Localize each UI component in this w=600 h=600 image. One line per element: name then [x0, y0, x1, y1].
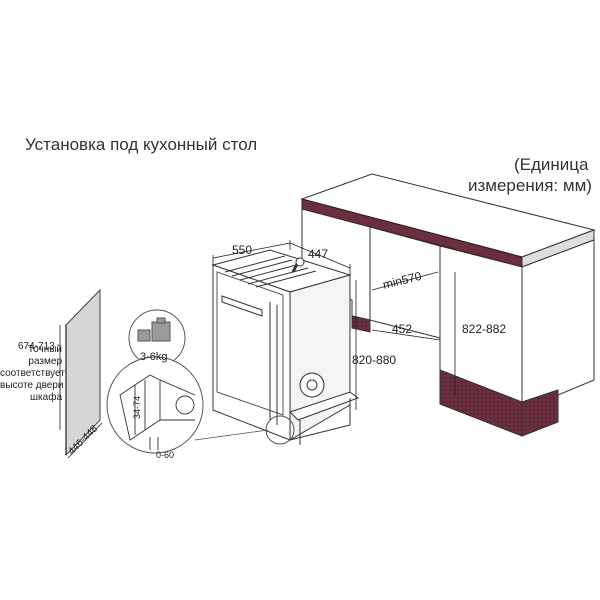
panel-note-line: шкафа [30, 392, 62, 403]
weight-label: 3-6kg [140, 351, 168, 363]
kitchen-cabinet [300, 173, 596, 437]
panel-note-line: Точный [27, 344, 62, 355]
panel-note: Точный размер соответствует высоте двери… [0, 344, 65, 404]
decor-panel [59, 288, 103, 459]
dim-width-label: 550 [232, 243, 252, 257]
dim-panel-height-label: 674-713 [18, 341, 55, 352]
dim-depth-label: 447 [308, 247, 328, 261]
detail-magnifier [106, 356, 295, 454]
dishwasher [211, 249, 360, 445]
dim-counter-height-label: 822-882 [462, 322, 506, 336]
panel-note-line: соответствует [0, 368, 65, 379]
weight-icon [128, 309, 186, 367]
panel-note-line: высоте двери [0, 380, 64, 391]
diagram-title: Установка под кухонный стол [25, 135, 258, 154]
dim-gap-label: 0-60 [156, 450, 174, 460]
unit-note-line-2: измерения: мм) [468, 176, 592, 195]
dim-recess-label: 452 [392, 322, 412, 336]
dim-feet-label: 34-74 [132, 396, 142, 419]
panel-note-line: размер [28, 356, 62, 367]
dimension-lines [212, 240, 456, 410]
dim-appliance-height-label: 820-880 [352, 353, 396, 367]
unit-note-line-1: (Единица [514, 155, 589, 174]
dim-min-depth-label: min570 [381, 269, 423, 292]
